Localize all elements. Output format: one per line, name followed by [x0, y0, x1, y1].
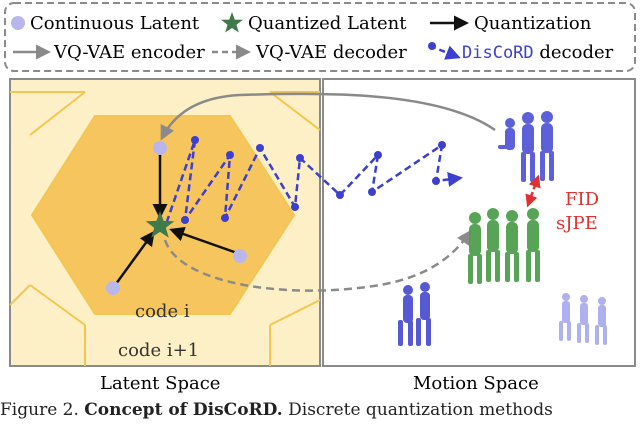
discord-decoder-points: [181, 136, 446, 224]
quantization-arrow-right: [169, 226, 241, 256]
legend-continuous-latent: Continuous Latent: [30, 13, 200, 34]
quantized-latent-star-icon: [221, 12, 243, 33]
continuous-latent-point: [233, 249, 247, 263]
human-motion-figures-blue-top: [498, 111, 554, 182]
motion-space-title: Motion Space: [413, 373, 539, 394]
metric-fid-label: FID: [565, 189, 599, 210]
code-i-label: code i: [135, 301, 190, 322]
caption-bold: Concept of DisCoRD.: [84, 400, 283, 420]
legend-discord-suffix: decoder: [534, 42, 614, 63]
continuous-latent-swatch: [11, 16, 25, 30]
code-i-plus-1-label: code i+1: [118, 340, 199, 361]
continuous-latent-point: [106, 281, 120, 295]
discord-decoder-path: [161, 139, 463, 234]
legend-discord-name: DisCoRD: [462, 43, 534, 63]
quantization-arrow-bottom: [111, 230, 155, 289]
legend-vqvae-decoder: VQ-VAE decoder: [255, 42, 407, 63]
figure-caption: Figure 2. Concept of DisCoRD. Discrete q…: [0, 400, 640, 420]
legend-box: [4, 2, 636, 72]
caption-rest: Discrete quantization methods: [282, 400, 553, 420]
latent-space-title: Latent Space: [100, 373, 220, 394]
legend-quantization: Quantization: [474, 13, 592, 34]
human-motion-figures-lavender: [559, 293, 607, 345]
vqvae-encoder-arrow: [160, 92, 496, 141]
svg-text:DisCoRD decoder: DisCoRD decoder: [462, 42, 614, 63]
metric-distance-arrow: [525, 174, 541, 208]
vqvae-decoder-arrow: [163, 229, 472, 292]
legend-vqvae-encoder: VQ-VAE encoder: [53, 42, 205, 63]
metric-sjpe-label: sJPE: [556, 213, 598, 234]
caption-prefix: Figure 2.: [0, 400, 85, 420]
quantized-latent-star: [145, 211, 175, 238]
discord-decoder-dot: [428, 42, 436, 50]
human-motion-figures-blue-bottom: [398, 282, 431, 346]
continuous-latent-point: [153, 141, 167, 155]
legend-quantized-latent: Quantized Latent: [248, 13, 407, 34]
human-motion-figures-green: [468, 208, 540, 284]
